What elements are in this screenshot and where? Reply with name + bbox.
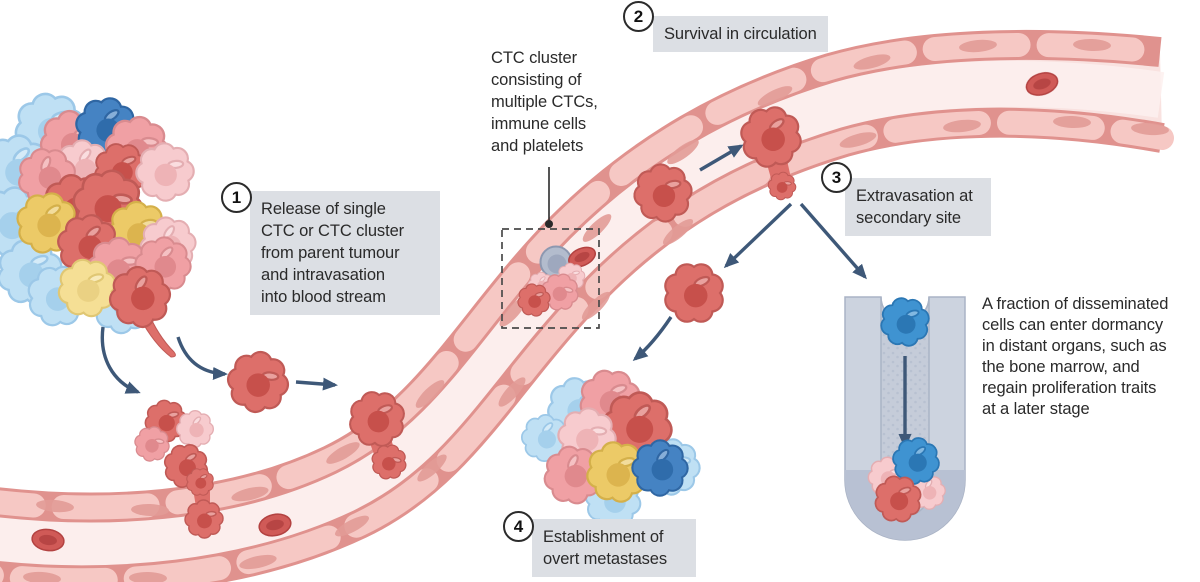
arrow-to-bone-marrow bbox=[799, 202, 867, 280]
endothelial-nuclei bbox=[23, 38, 1169, 582]
arrow-ctc-to-vessel bbox=[295, 377, 338, 391]
step-2-label: Survival in circulation bbox=[653, 16, 828, 52]
flow-arrows bbox=[100, 144, 867, 394]
vessel-wall-top bbox=[0, 29, 1172, 523]
intravasating-ctc bbox=[347, 389, 413, 486]
single-ctc bbox=[217, 341, 299, 423]
step-1-number: 1 bbox=[221, 182, 252, 213]
step-1-label: Release of single CTC or CTC cluster fro… bbox=[250, 191, 440, 315]
intravasating-ctc-left bbox=[180, 468, 228, 543]
vessel-wall-bottom bbox=[0, 107, 1174, 582]
arrow-tumour-to-single-ctc bbox=[176, 336, 228, 380]
disseminated-ctc bbox=[664, 263, 724, 323]
step-4-label: Establishment of overt metastases bbox=[532, 519, 696, 577]
step-4-number: 4 bbox=[503, 511, 534, 542]
step-3-number: 3 bbox=[821, 162, 852, 193]
arrow-tumour-to-cluster bbox=[100, 326, 141, 394]
step-2-number: 2 bbox=[623, 1, 654, 32]
arrow-in-circulation bbox=[699, 144, 744, 172]
ctc-in-cluster bbox=[515, 281, 553, 319]
ctc-cluster-callout: CTC cluster consisting of multiple CTCs,… bbox=[491, 49, 598, 155]
step-3-label: Extravasation at secondary site bbox=[845, 178, 991, 236]
red-blood-cell bbox=[568, 246, 596, 268]
dormancy-callout: A fraction of disseminated cells can ent… bbox=[982, 295, 1169, 418]
releasing-ctc bbox=[99, 256, 181, 338]
arrow-to-metastasis-site bbox=[723, 202, 793, 269]
red-blood-cell bbox=[258, 513, 292, 537]
bone-marrow bbox=[844, 295, 966, 541]
reawakened-cells bbox=[863, 433, 952, 524]
ctc-callout-leader bbox=[545, 167, 553, 228]
dashed-box bbox=[501, 228, 600, 329]
parent-tumour-cluster bbox=[0, 88, 206, 358]
ctc-cluster-inspect bbox=[501, 228, 600, 329]
ctc-in-cluster bbox=[534, 266, 586, 318]
metastasis-cluster bbox=[515, 367, 709, 532]
dormant-cell bbox=[878, 295, 932, 349]
red-blood-cells bbox=[31, 72, 1059, 552]
circulating-ctc bbox=[628, 158, 698, 228]
extravasating-ctc bbox=[736, 102, 806, 205]
red-blood-cell bbox=[31, 528, 65, 552]
red-blood-cell bbox=[1025, 72, 1059, 96]
arrow-ctc-to-cluster bbox=[632, 316, 673, 361]
